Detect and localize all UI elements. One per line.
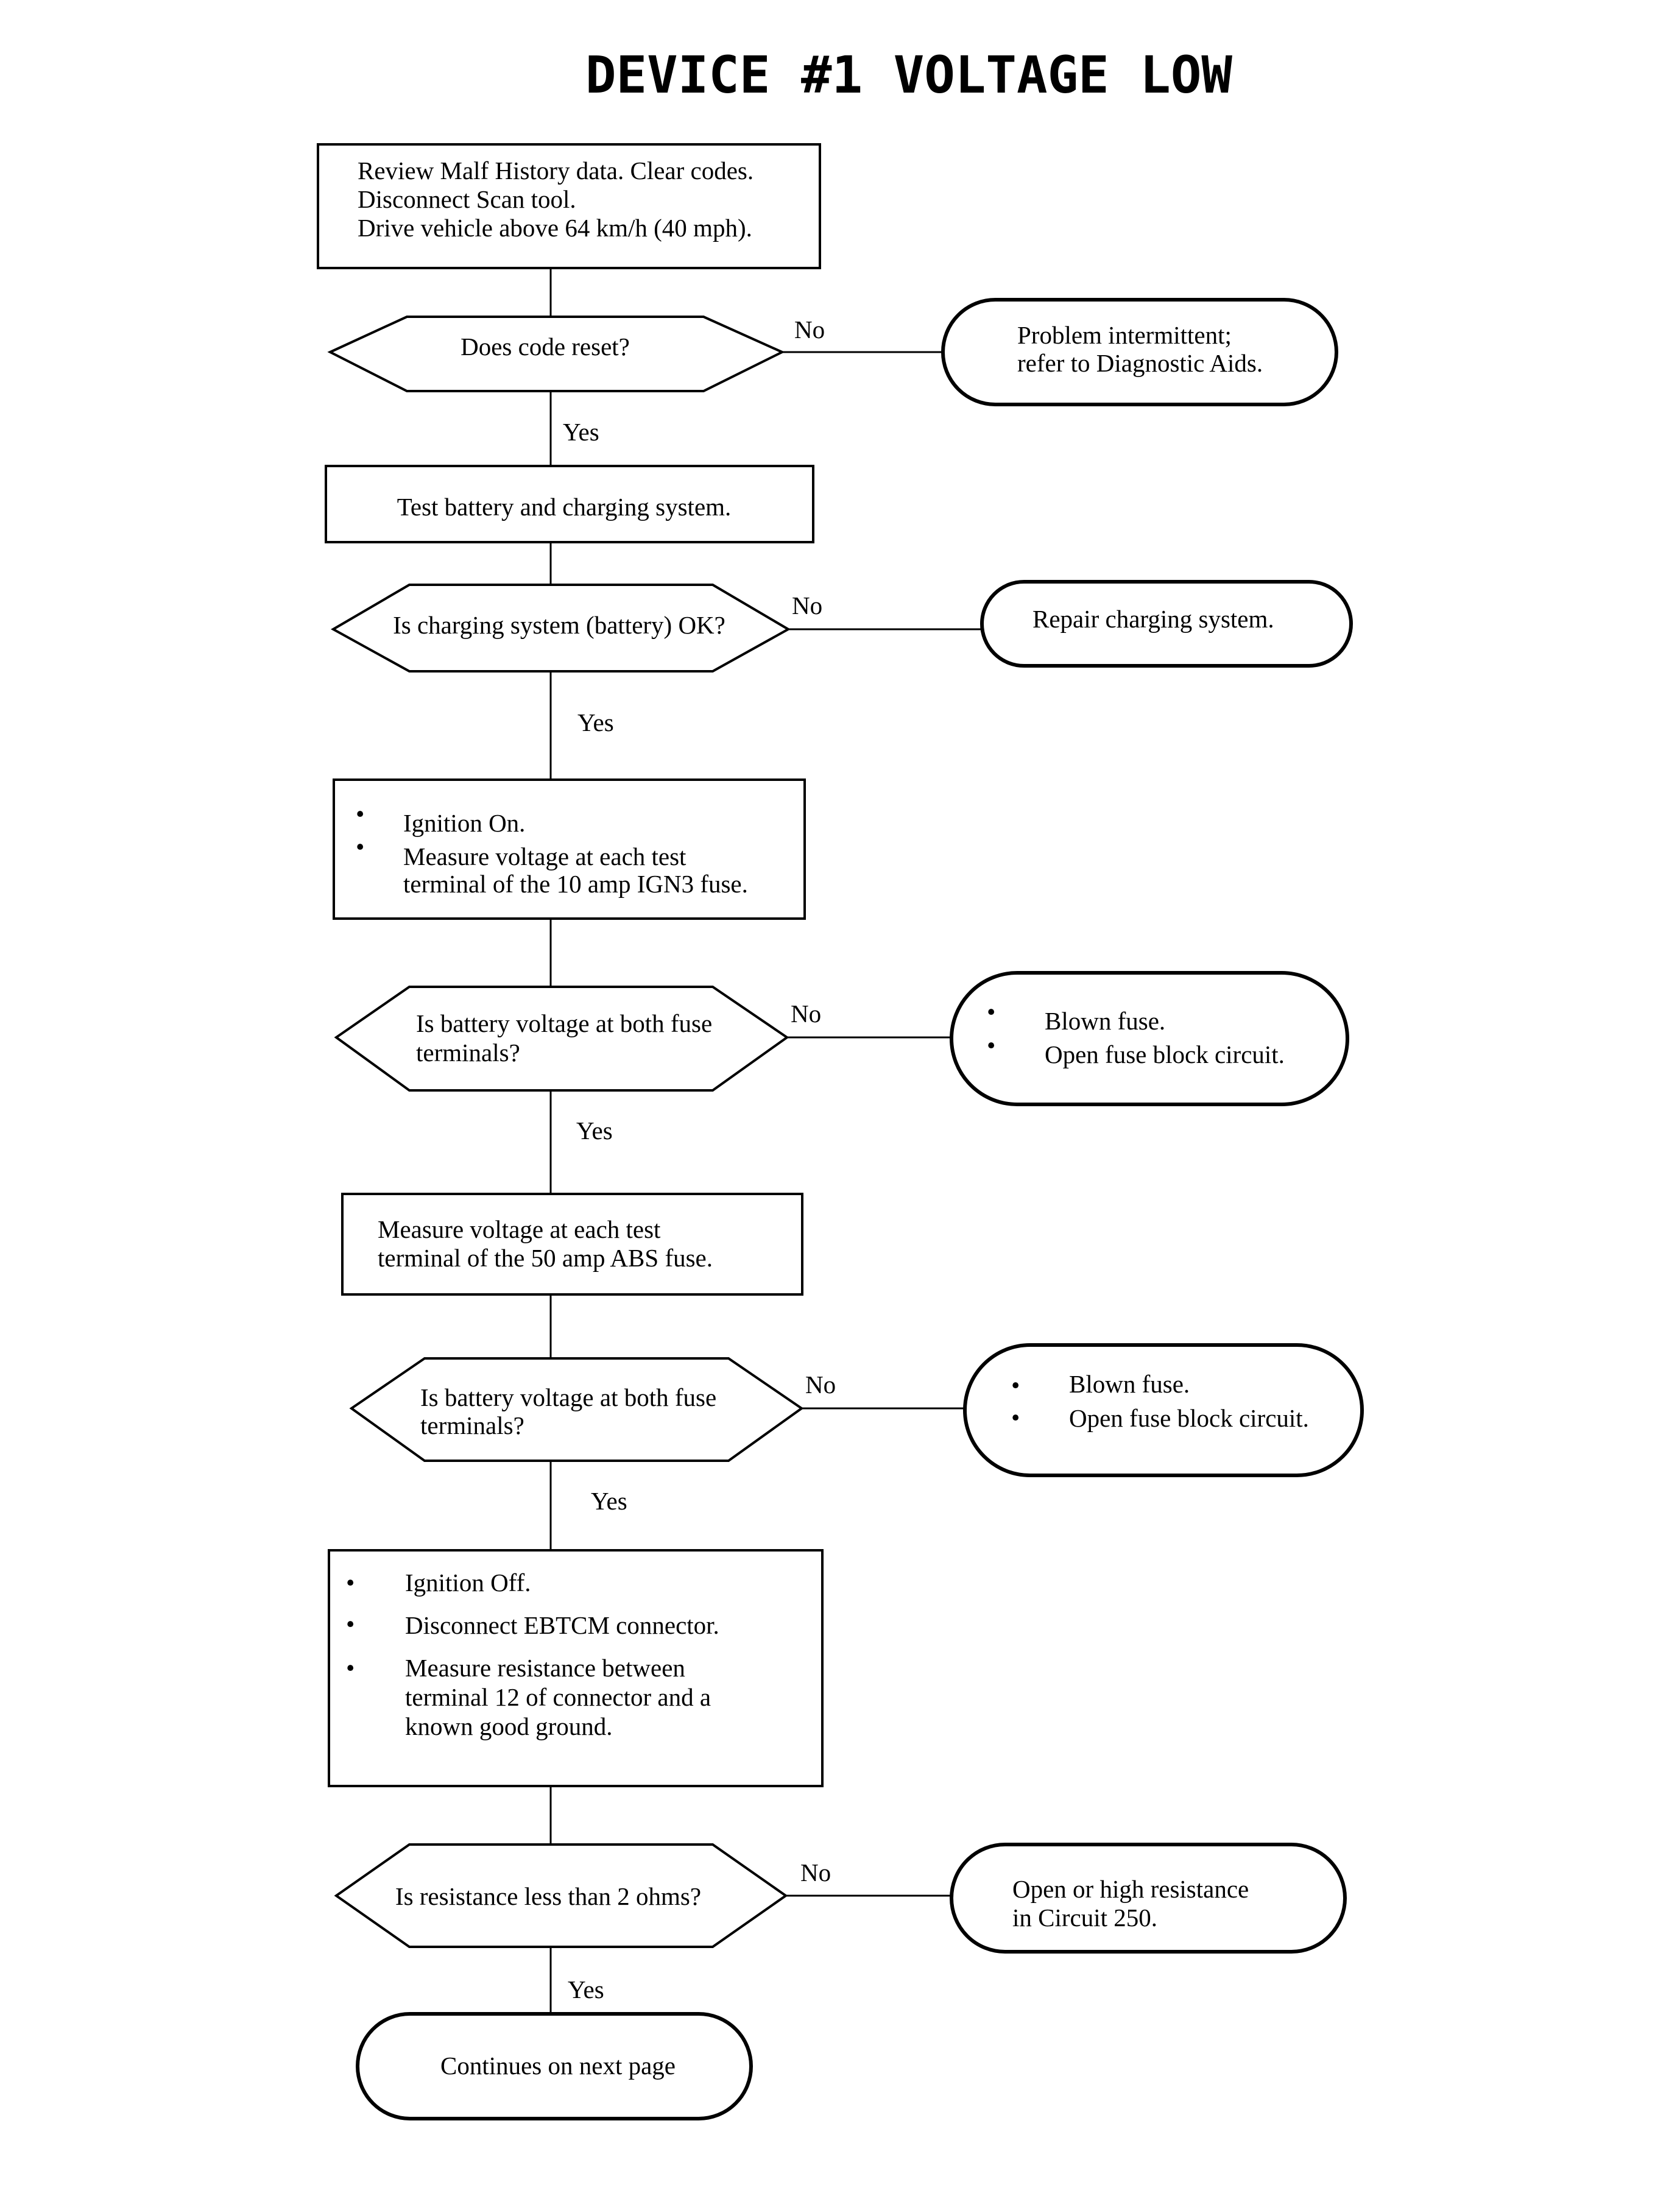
outcome-open-circuit-250 xyxy=(950,1843,1347,1954)
bullet: • xyxy=(1011,1371,1020,1399)
bullet: • xyxy=(346,1569,355,1597)
outcome-text: Blown fuse. xyxy=(1045,1007,1165,1035)
box-text: Measure resistance between xyxy=(405,1654,685,1682)
outcome-text: Open fuse block circuit. xyxy=(1045,1040,1285,1068)
decision-text: terminals? xyxy=(416,1039,520,1067)
yes-label: Yes xyxy=(568,1975,604,2003)
outcome-text: Open or high resistance xyxy=(1012,1875,1249,1903)
bullet: • xyxy=(356,800,364,828)
terminal-continues xyxy=(356,2012,753,2120)
no-label: No xyxy=(792,591,822,620)
decision-text: Is battery voltage at both fuse xyxy=(416,1009,712,1037)
page-title: DEVICE #1 VOLTAGE LOW xyxy=(585,45,1232,105)
decision-text: Is battery voltage at both fuse xyxy=(420,1383,716,1411)
process-box-ignition-on xyxy=(333,778,806,920)
box-text: Drive vehicle above 64 km/h (40 mph). xyxy=(358,214,752,242)
process-box-ignition-off xyxy=(328,1549,824,1787)
decision-text: Is resistance less than 2 ohms? xyxy=(395,1882,701,1910)
outcome-text: in Circuit 250. xyxy=(1012,1904,1157,1932)
bullet: • xyxy=(987,1031,995,1059)
decision-battery-voltage-ign3 xyxy=(334,986,789,1092)
bullet: • xyxy=(987,998,995,1026)
box-text: terminal of the 50 amp ABS fuse. xyxy=(378,1244,713,1272)
yes-label: Yes xyxy=(577,708,614,736)
yes-label: Yes xyxy=(563,418,599,446)
process-box-test-battery xyxy=(325,465,814,543)
outcome-text: refer to Diagnostic Aids. xyxy=(1017,349,1263,377)
decision-text: terminals? xyxy=(420,1411,524,1439)
box-text: Measure voltage at each test xyxy=(378,1215,661,1243)
decision-battery-voltage-abs xyxy=(349,1357,804,1462)
decision-code-reset xyxy=(327,316,785,392)
outcome-intermittent xyxy=(941,298,1338,406)
bullet: • xyxy=(346,1610,355,1638)
box-text: Ignition Off. xyxy=(405,1569,531,1597)
box-text: terminal 12 of connector and a xyxy=(405,1683,711,1711)
bullet: • xyxy=(356,833,364,861)
process-box-measure-abs xyxy=(341,1193,803,1296)
outcome-blown-fuse-2 xyxy=(963,1343,1364,1477)
box-text: Test battery and charging system. xyxy=(397,493,732,521)
process-box-review xyxy=(317,143,821,269)
decision-text: Is charging system (battery) OK? xyxy=(393,611,725,639)
box-text: Disconnect Scan tool. xyxy=(358,185,576,213)
bullet: • xyxy=(1011,1403,1020,1432)
box-text: known good ground. xyxy=(405,1712,613,1740)
outcome-text: Open fuse block circuit. xyxy=(1069,1404,1309,1432)
outcome-text: Blown fuse. xyxy=(1069,1370,1190,1398)
box-text: Review Malf History data. Clear codes. xyxy=(358,157,754,185)
yes-label: Yes xyxy=(591,1487,627,1515)
no-label: No xyxy=(794,316,825,344)
no-label: No xyxy=(805,1371,836,1399)
bullet: • xyxy=(346,1654,355,1682)
no-label: No xyxy=(791,1000,821,1028)
terminal-text: Continues on next page xyxy=(440,2052,676,2080)
outcome-text: Problem intermittent; xyxy=(1017,321,1232,349)
decision-text: Does code reset? xyxy=(461,333,630,361)
decision-resistance xyxy=(334,1843,788,1948)
decision-charging-ok xyxy=(330,584,791,673)
yes-label: Yes xyxy=(576,1117,613,1145)
box-text: Measure voltage at each test xyxy=(403,842,686,870)
outcome-text: Repair charging system. xyxy=(1032,605,1274,633)
no-label: No xyxy=(800,1859,831,1887)
outcome-repair-charging xyxy=(980,580,1353,668)
box-text: terminal of the 10 amp IGN3 fuse. xyxy=(403,870,748,898)
box-text: Disconnect EBTCM connector. xyxy=(405,1611,719,1639)
outcome-blown-fuse-1 xyxy=(950,971,1349,1106)
box-text: Ignition On. xyxy=(403,809,525,837)
